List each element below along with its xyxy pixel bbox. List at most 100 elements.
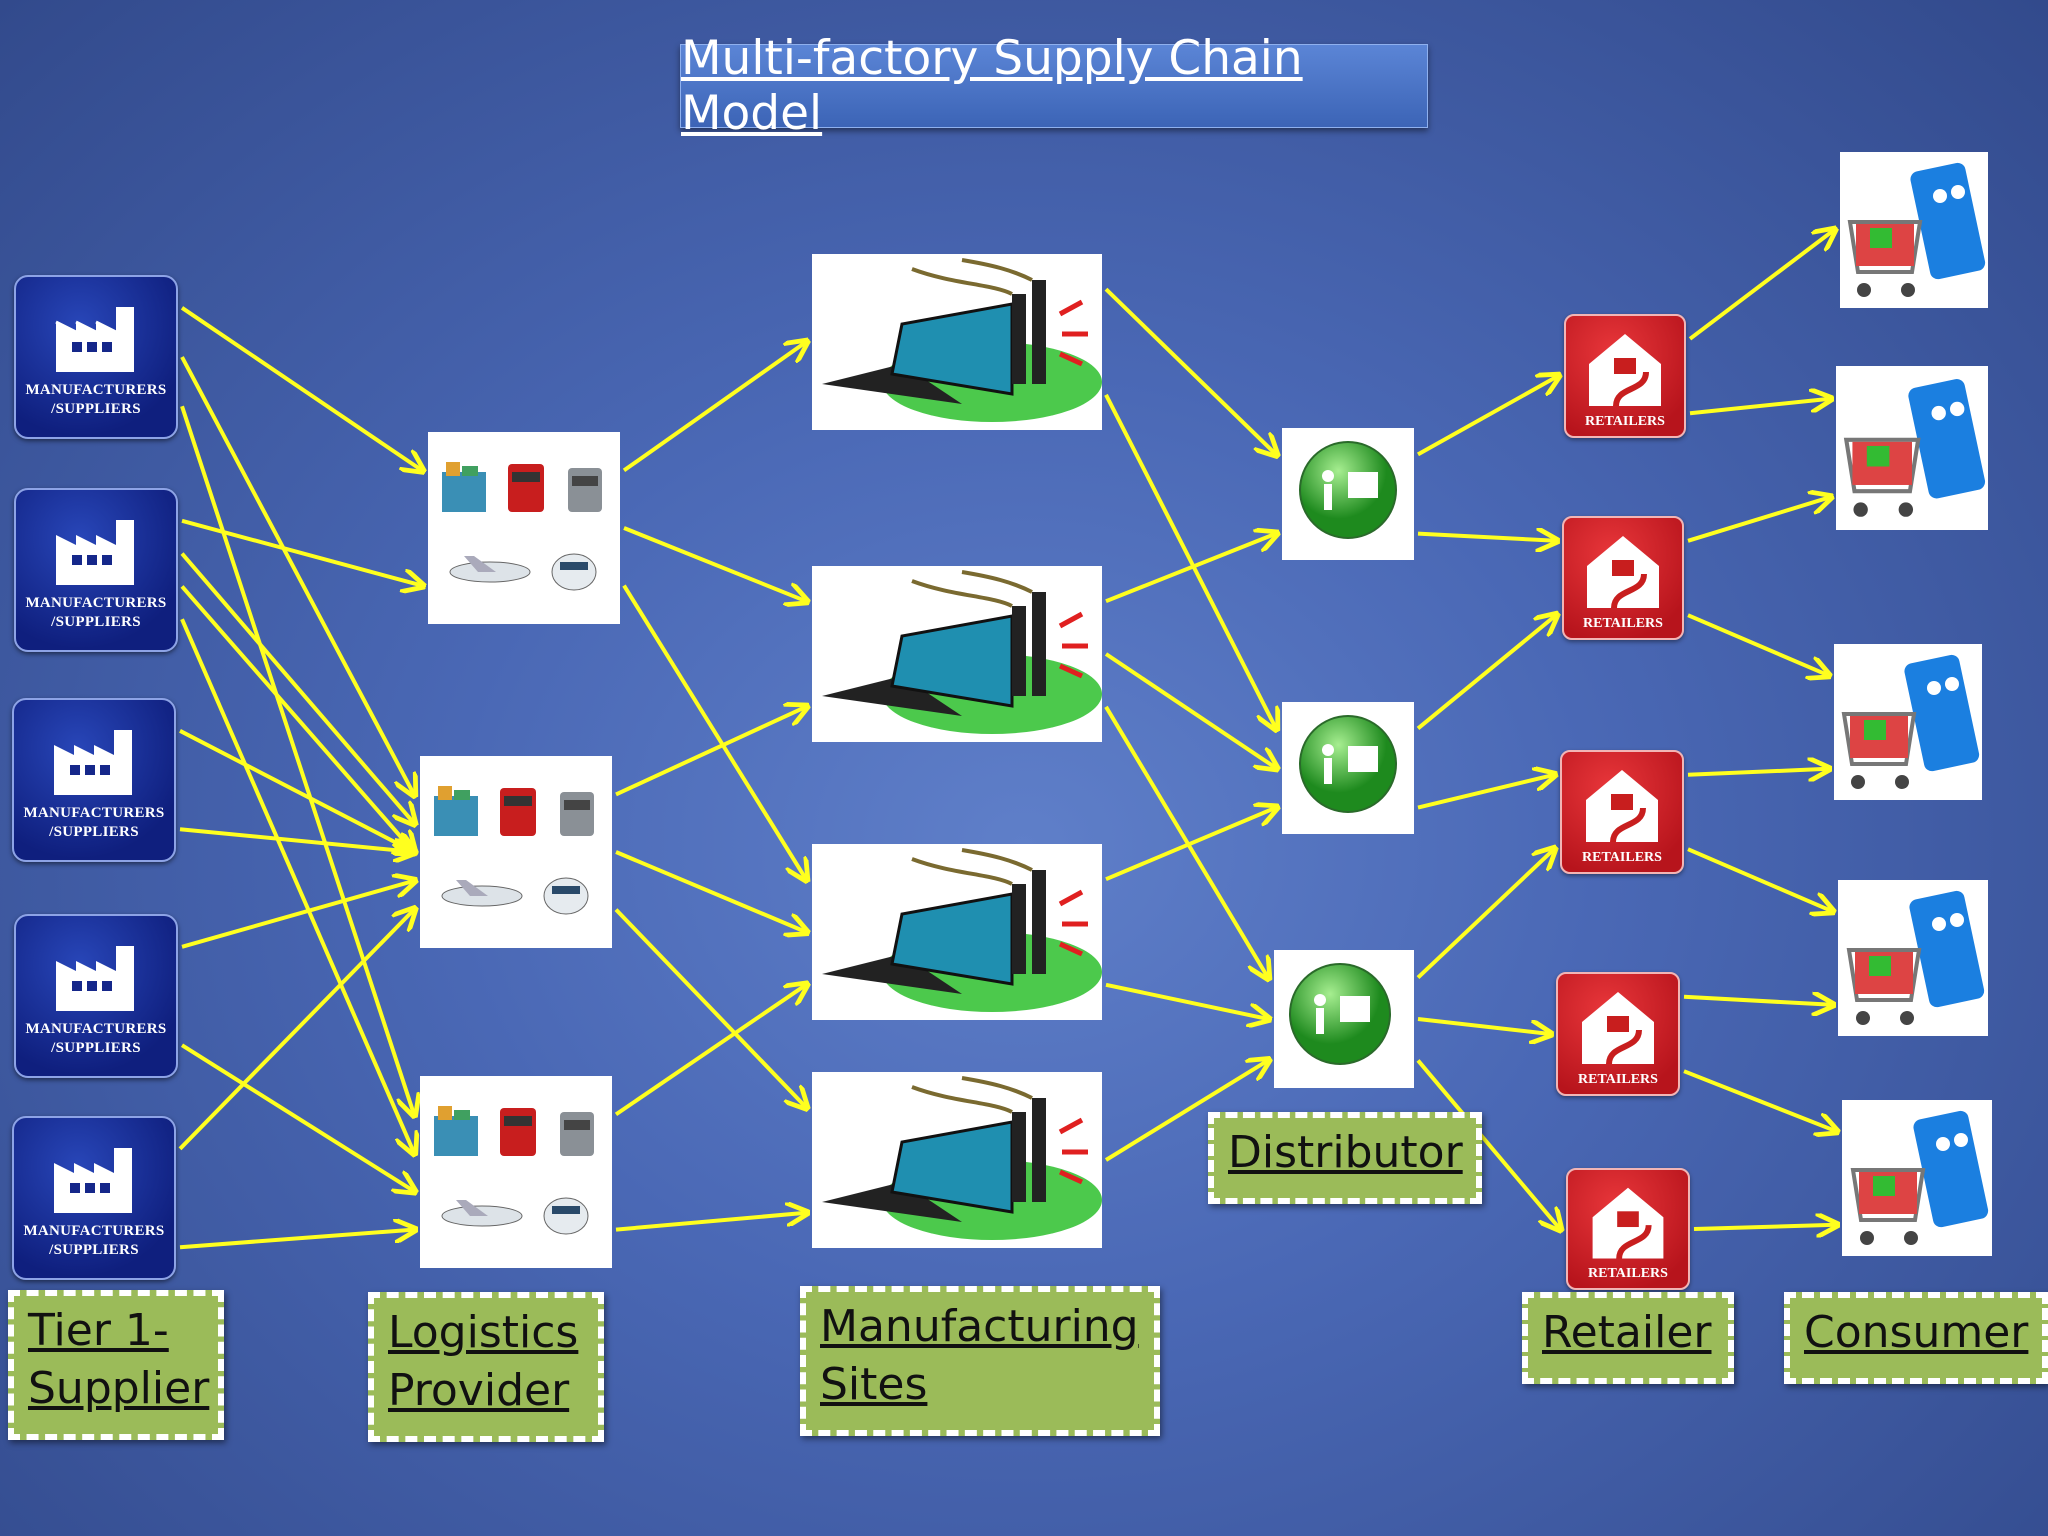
green-warehouse-worker-icon bbox=[1289, 963, 1391, 1065]
flow-arrow-m4-l3 bbox=[180, 1043, 414, 1191]
house-store-icon bbox=[1586, 770, 1658, 843]
flow-arrow-m2-l3 bbox=[180, 618, 414, 1153]
label-manufacturing-sites: Manufacturing Sites bbox=[800, 1286, 1160, 1436]
flow-arrow-d2-r3 bbox=[1417, 775, 1554, 810]
distributor-2 bbox=[1282, 702, 1414, 834]
transport-icon bbox=[442, 462, 602, 591]
retailer-tile-label: RETAILERS bbox=[1582, 850, 1662, 865]
manufacturing-site-1 bbox=[812, 254, 1102, 430]
smoking-factory-icon bbox=[822, 1076, 1102, 1240]
label-distributor: Distributor bbox=[1208, 1112, 1482, 1204]
flow-arrow-l2-f3 bbox=[615, 850, 806, 932]
logistics-provider-3 bbox=[420, 1076, 612, 1268]
flow-arrow-r5-c5 bbox=[1693, 1225, 1836, 1229]
flow-arrow-r4-c5 bbox=[1683, 1069, 1836, 1131]
flow-arrow-f3-d3 bbox=[1105, 982, 1268, 1019]
retailer-tile-label: RETAILERS bbox=[1583, 616, 1663, 631]
shopping-cart-character-icon bbox=[1846, 890, 1985, 1025]
transport-icon bbox=[434, 1106, 594, 1235]
manufacturer-supplier-4: MANUFACTURERS/SUPPLIERS bbox=[14, 914, 178, 1078]
logistics-provider-2 bbox=[420, 756, 612, 948]
smoking-factory-icon bbox=[822, 570, 1102, 734]
retailer-tile-label: RETAILERS bbox=[1578, 1072, 1658, 1087]
flow-arrow-r1-c2 bbox=[1689, 399, 1830, 416]
manufacturer-label: MANUFACTURERS/SUPPLIERS bbox=[23, 1223, 165, 1258]
manufacturer-label: MANUFACTURERS/SUPPLIERS bbox=[25, 382, 167, 417]
house-store-icon bbox=[1592, 1187, 1664, 1259]
manufacturer-supplier-1: MANUFACTURERS/SUPPLIERS bbox=[14, 275, 178, 439]
flow-arrow-d3-r3 bbox=[1416, 849, 1554, 980]
flow-arrow-r4-c4 bbox=[1683, 997, 1832, 1005]
flow-arrow-r1-c1 bbox=[1688, 230, 1834, 341]
distributor-1 bbox=[1282, 428, 1414, 560]
flow-arrow-f3-d2 bbox=[1105, 808, 1276, 882]
flow-arrow-f2-d3 bbox=[1104, 705, 1268, 978]
flow-arrow-l2-f2 bbox=[615, 707, 806, 797]
house-store-icon bbox=[1582, 992, 1654, 1065]
retailer-3: RETAILERS bbox=[1560, 750, 1684, 874]
retailer-5: RETAILERS bbox=[1566, 1168, 1690, 1290]
label-retailer: Retailer bbox=[1522, 1292, 1734, 1384]
flow-arrow-m1-l3 bbox=[180, 405, 414, 1114]
retailer-tile-label: RETAILERS bbox=[1585, 414, 1665, 429]
flow-arrow-f1-d1 bbox=[1104, 287, 1276, 454]
flow-arrow-f4-d3 bbox=[1104, 1060, 1268, 1162]
factory-icon bbox=[56, 520, 134, 585]
retailer-tile-label: RETAILERS bbox=[1588, 1266, 1668, 1281]
flow-arrow-f1-d2 bbox=[1104, 393, 1276, 729]
factory-icon bbox=[54, 730, 132, 795]
flow-arrow-d1-r1 bbox=[1417, 376, 1558, 457]
consumer-1 bbox=[1840, 152, 1988, 308]
retailer-2: RETAILERS bbox=[1562, 516, 1684, 640]
manufacturing-site-4 bbox=[812, 1072, 1102, 1248]
manufacturer-label: MANUFACTURERS/SUPPLIERS bbox=[25, 1021, 167, 1056]
flow-arrow-m3-l2c bbox=[179, 827, 414, 852]
manufacturer-supplier-3: MANUFACTURERS/SUPPLIERS bbox=[12, 698, 176, 862]
flow-arrow-l3-f3 bbox=[614, 985, 806, 1117]
flow-arrow-l3-f4 bbox=[615, 1213, 806, 1232]
consumer-4 bbox=[1838, 880, 1988, 1036]
label-consumer: Consumer bbox=[1784, 1292, 2048, 1384]
green-warehouse-worker-icon bbox=[1299, 441, 1397, 539]
flow-arrow-l1-f3 bbox=[622, 584, 806, 880]
flow-arrow-d2-r2 bbox=[1416, 615, 1556, 730]
house-store-icon bbox=[1589, 334, 1661, 407]
flow-arrow-m1-l1 bbox=[180, 306, 422, 471]
flow-arrow-m1-l2 bbox=[180, 356, 414, 794]
manufacturing-site-3 bbox=[812, 844, 1102, 1020]
transport-icon bbox=[434, 786, 594, 915]
house-store-icon bbox=[1587, 536, 1659, 609]
distributor-3 bbox=[1274, 950, 1414, 1088]
shopping-cart-character-icon bbox=[1850, 1110, 1989, 1245]
smoking-factory-icon bbox=[822, 258, 1102, 422]
manufacturing-site-2 bbox=[812, 566, 1102, 742]
consumer-2 bbox=[1836, 366, 1988, 530]
label-logistics-provider: Logistics Provider bbox=[368, 1292, 604, 1442]
manufacturer-label: MANUFACTURERS/SUPPLIERS bbox=[25, 595, 167, 630]
flow-arrow-d1-r2 bbox=[1417, 534, 1556, 541]
flow-arrow-r3-c3 bbox=[1687, 769, 1828, 775]
factory-icon bbox=[55, 307, 134, 372]
flow-arrow-r2-c3 bbox=[1687, 613, 1828, 675]
manufacturer-supplier-2: MANUFACTURERS/SUPPLIERS bbox=[14, 488, 178, 652]
flow-arrow-l1-f2 bbox=[623, 526, 806, 601]
shopping-cart-character-icon bbox=[1847, 162, 1986, 297]
retailer-1: RETAILERS bbox=[1564, 314, 1686, 438]
flow-arrow-d3-r4 bbox=[1417, 1017, 1550, 1034]
consumer-5 bbox=[1842, 1100, 1992, 1256]
factory-icon bbox=[54, 1148, 132, 1213]
flow-arrow-r2-c2 bbox=[1687, 497, 1830, 543]
flow-arrow-m3-l2 bbox=[179, 729, 414, 852]
flow-arrow-m5-l2 bbox=[178, 910, 414, 1151]
flow-arrow-m2-l2 bbox=[180, 552, 414, 824]
consumer-3 bbox=[1834, 644, 1982, 800]
manufacturer-supplier-5: MANUFACTURERS/SUPPLIERS bbox=[12, 1116, 176, 1280]
manufacturer-label: MANUFACTURERS/SUPPLIERS bbox=[23, 805, 165, 840]
flow-arrow-l2-f4 bbox=[614, 908, 806, 1108]
flow-arrow-m4-l2 bbox=[181, 881, 414, 949]
retailer-4: RETAILERS bbox=[1556, 972, 1680, 1096]
factory-icon bbox=[56, 946, 134, 1011]
smoking-factory-icon bbox=[822, 848, 1102, 1012]
flow-arrow-f2-d1 bbox=[1105, 534, 1276, 604]
